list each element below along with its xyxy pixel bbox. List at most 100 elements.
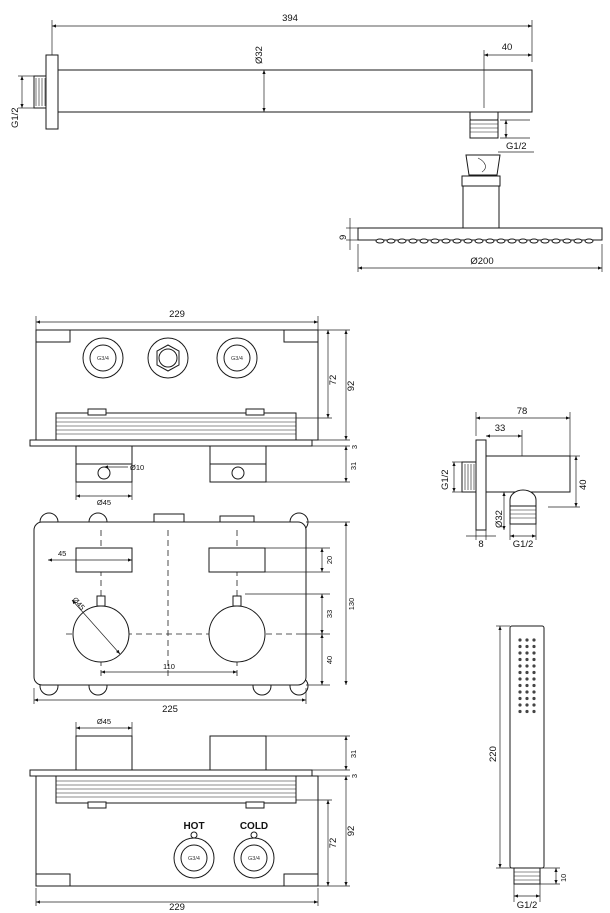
bottom-total-depth-label: 92 (346, 826, 357, 837)
head-nozzle (540, 238, 550, 244)
head-nozzle (551, 238, 561, 244)
hand-nozzle (525, 677, 529, 681)
head-nozzle (386, 238, 396, 244)
hand-nozzle (532, 703, 536, 707)
hand-nozzle (518, 677, 522, 681)
arm-diameter-label: Ø32 (254, 46, 265, 64)
valve-top-total-depth-label: 92 (346, 381, 357, 392)
valve-top-port-left-label: G3/4 (97, 356, 109, 362)
hand-nozzle (525, 651, 529, 655)
hand-nozzle (518, 644, 522, 649)
hand-nozzle (518, 670, 522, 675)
front-total-height-label: 130 (347, 598, 356, 611)
hand-nozzle (532, 670, 536, 675)
hand-nozzle (525, 690, 529, 694)
valve-top-cap-label: Ø45 (97, 498, 111, 507)
head-nozzle (485, 238, 495, 244)
front-center-to-axis-label: 33 (325, 610, 334, 618)
valve-front-view: 45 20 Ø45 110 33 40 130 225 (33, 512, 356, 715)
hand-nozzle (532, 709, 536, 714)
hand-length-label: 220 (488, 746, 499, 762)
head-nozzle (518, 238, 528, 244)
front-window-width-label: 45 (58, 549, 66, 558)
front-knob-spacing-label: 110 (163, 662, 175, 671)
valve-top-view: 229 G3/4 G3/4 72 92 3 (29, 309, 359, 507)
hand-nozzle (518, 696, 522, 701)
outlet-offset-label: 33 (495, 423, 506, 434)
hand-nozzle (532, 683, 536, 688)
hand-nozzle (532, 644, 536, 649)
hand-nozzle (518, 657, 522, 662)
head-nozzle (452, 238, 462, 244)
hand-nozzle (525, 670, 529, 675)
bottom-cap-height-label: 31 (349, 750, 358, 758)
bottom-port-right-label: G3/4 (248, 856, 260, 862)
hand-nozzle (525, 703, 529, 707)
hand-nozzle (532, 651, 536, 655)
valve-top-port-right-label: G3/4 (231, 356, 243, 362)
outlet-outlet-thread-label: G1/2 (513, 539, 534, 550)
hand-nozzle (518, 683, 522, 688)
head-nozzle (507, 238, 517, 244)
outlet-height-label: 40 (578, 479, 589, 490)
hand-nozzle (532, 664, 536, 668)
arm-offset-label: 40 (502, 42, 513, 53)
valve-top-cap-height-label: 31 (349, 462, 358, 470)
wall-outlet-drawing: 78 33 G1/2 40 Ø32 8 (440, 406, 589, 550)
hand-nozzle (532, 657, 536, 662)
hand-shower-drawing: 220 10 G1/2 (488, 625, 568, 911)
bottom-width-label: 229 (169, 902, 185, 913)
arm-length-label: 394 (282, 13, 298, 24)
head-nozzle (441, 238, 451, 244)
hand-nozzle (518, 638, 522, 642)
outlet-thread-label: G1/2 (440, 469, 451, 490)
head-nozzle (430, 238, 440, 244)
hand-nozzle (525, 709, 529, 714)
hand-nozzle (518, 664, 522, 668)
hand-nozzle (525, 644, 529, 649)
valve-top-plate-label: 3 (350, 445, 359, 449)
hand-nozzle (532, 696, 536, 701)
head-nozzle (419, 238, 429, 244)
front-plate-width-label: 225 (162, 704, 178, 715)
hand-nozzle (532, 690, 536, 694)
head-nozzle (562, 238, 572, 244)
hand-thread-label: G1/2 (517, 900, 538, 911)
head-nozzle (474, 238, 484, 244)
bottom-inner-depth-label: 72 (328, 838, 339, 849)
hand-nozzle (518, 651, 522, 655)
outlet-length-label: 78 (517, 406, 528, 417)
hand-nozzle (525, 683, 529, 688)
hot-label: HOT (183, 821, 204, 832)
head-nozzle (397, 238, 407, 244)
hand-nozzle (525, 657, 529, 662)
bottom-plate-label: 3 (350, 774, 359, 778)
head-diameter-label: Ø200 (470, 256, 493, 267)
head-nozzle (408, 238, 418, 244)
head-nozzle (463, 238, 473, 244)
outlet-diameter-label: Ø32 (494, 510, 505, 528)
valve-top-inner-depth-label: 72 (328, 375, 339, 386)
hand-nozzle (525, 696, 529, 701)
hand-thread-length-label: 10 (559, 874, 568, 882)
valve-top-hole-label: Ø10 (130, 463, 144, 472)
head-nozzle (496, 238, 506, 244)
head-nozzle (375, 238, 385, 244)
hand-nozzle (518, 709, 522, 714)
head-nozzle (529, 238, 539, 244)
hand-nozzle (518, 690, 522, 694)
head-nozzle (573, 238, 583, 244)
front-window-height-label: 20 (325, 556, 334, 564)
hand-nozzle (532, 638, 536, 642)
hand-nozzle (532, 677, 536, 681)
arm-wall-thread-label: G1/2 (10, 107, 21, 128)
valve-bottom-view: Ø45 31 3 HOT COLD G3/4 G3/4 (29, 717, 359, 913)
head-nozzle (584, 238, 594, 244)
bottom-port-left-label: G3/4 (188, 856, 200, 862)
outlet-flange-label: 8 (478, 539, 483, 550)
cold-label: COLD (240, 821, 268, 832)
hand-nozzle (525, 638, 529, 642)
hand-nozzle (525, 664, 529, 668)
front-axis-to-bottom-label: 40 (325, 656, 334, 664)
